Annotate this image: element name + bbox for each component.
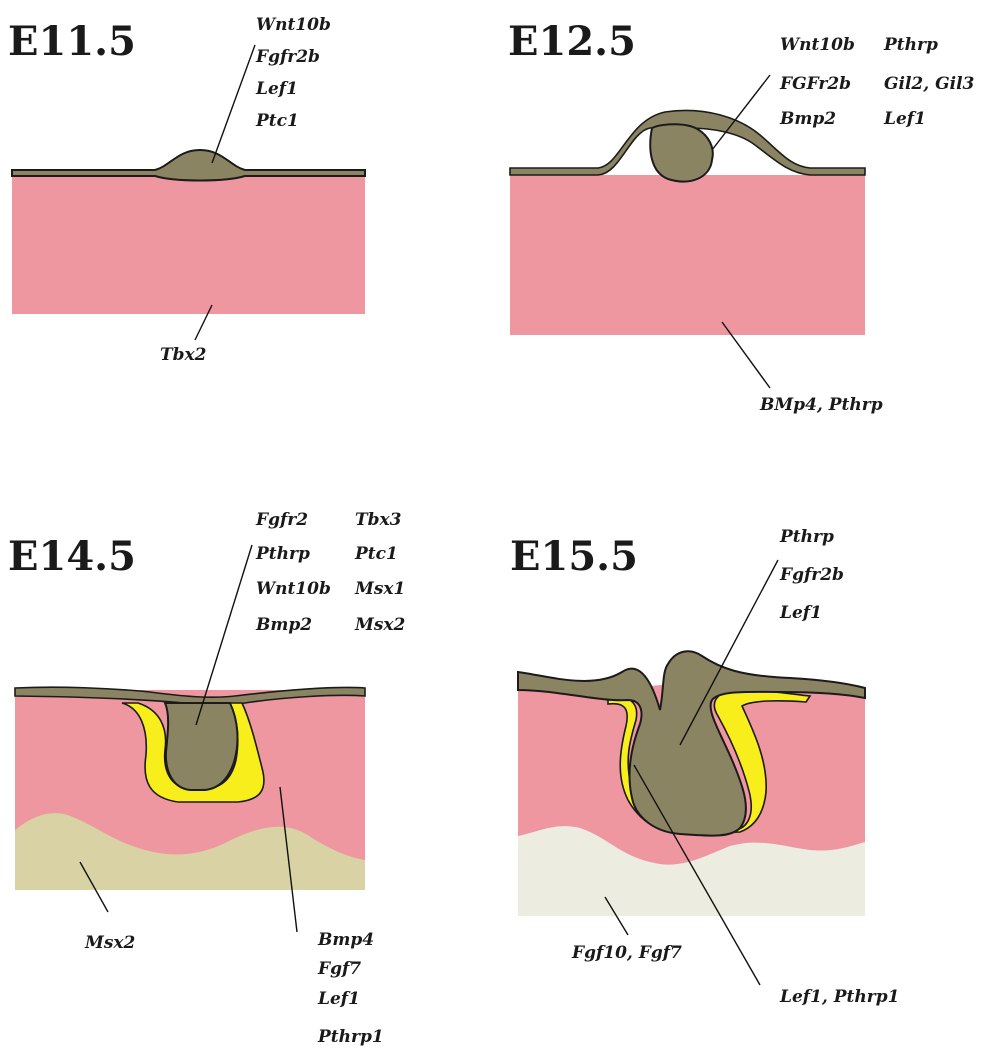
dermis [12, 174, 365, 314]
dermis [510, 175, 865, 335]
gene-label: Lef1, Pthrp1 [779, 987, 899, 1007]
stage-label: E11.5 [8, 18, 136, 65]
gene-label: Msx1 [354, 579, 405, 599]
gene-label: FGFr2b [779, 74, 851, 94]
gene-label: Fgfr2b [779, 565, 844, 585]
gene-label: Lef1 [317, 989, 360, 1009]
gene-label: Wnt10b [256, 579, 331, 599]
leader-line [212, 45, 255, 163]
gene-label: Lef1 [779, 603, 822, 623]
gene-label: Bmp4 [317, 930, 374, 950]
gene-label: Pthrp1 [317, 1027, 384, 1047]
gene-label: Pthrp [255, 544, 310, 564]
stage-label: E15.5 [510, 533, 638, 580]
stage-label: E14.5 [8, 533, 136, 580]
epidermis-placode [12, 150, 365, 181]
gene-label: Lef1 [255, 79, 298, 99]
gene-label: Bmp2 [779, 109, 836, 129]
gene-label: Tbx3 [355, 510, 402, 530]
gene-label: Tbx2 [160, 345, 207, 365]
panel-e14-5: E14.5 Fgfr2 Pthrp Wnt10b Bmp2 Tbx3 Ptc1 … [8, 510, 406, 1047]
gene-label: BMp4, Pthrp [759, 395, 883, 415]
hair-germ [650, 124, 713, 181]
gene-label: Gil2, Gil3 [884, 74, 975, 94]
stage-label: E12.5 [508, 18, 636, 65]
gene-label: Fgfr2b [255, 47, 320, 67]
gene-label: Fgf7 [317, 959, 361, 979]
gene-label: Bmp2 [255, 615, 312, 635]
hair-peg [165, 703, 237, 790]
gene-label: Pthrp [883, 35, 938, 55]
panel-e15-5: E15.5 Pthrp Fgfr2b Lef1 Fgf10, Fgf7 Lef1… [510, 527, 899, 1007]
panel-e11-5: E11.5 Wnt10b Fgfr2b Lef1 Ptc1 Tbx2 [8, 15, 365, 365]
gene-label: Wnt10b [256, 15, 331, 35]
gene-label: Lef1 [883, 109, 926, 129]
panel-e12-5: E12.5 Wnt10b FGFr2b Bmp2 Pthrp Gil2, Gil… [508, 18, 975, 415]
gene-label: Ptc1 [255, 111, 299, 131]
gene-label: Ptc1 [354, 544, 398, 564]
gene-label: Pthrp [779, 527, 834, 547]
gene-label: Fgf10, Fgf7 [571, 943, 682, 963]
gene-label: Msx2 [84, 933, 136, 953]
gene-label: Msx2 [354, 615, 406, 635]
gene-label: Wnt10b [780, 35, 855, 55]
gene-label: Fgfr2 [255, 510, 308, 530]
